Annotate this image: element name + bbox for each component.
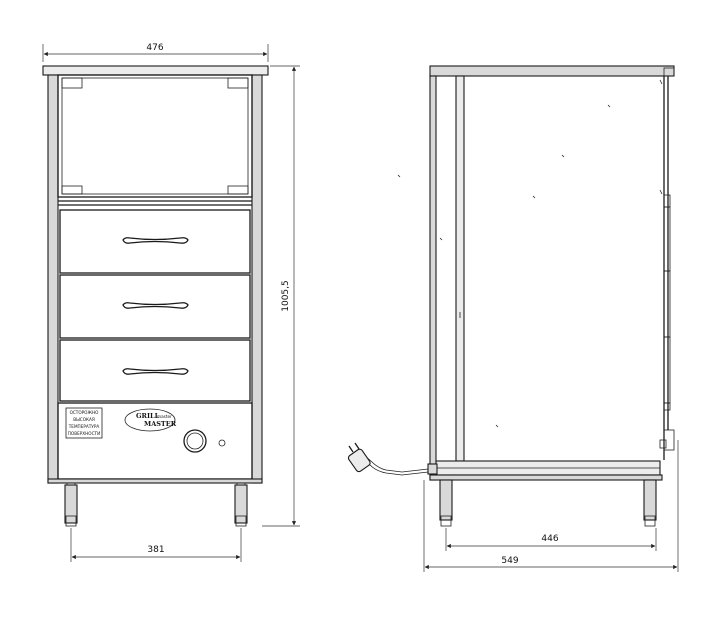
dim-side-total-depth: 549 <box>501 556 518 566</box>
right-post <box>251 74 263 484</box>
indicator-light <box>218 439 226 447</box>
side-back-panel <box>429 75 437 481</box>
dim-front-leg-span: 381 <box>147 545 164 555</box>
side-drawer-fronts <box>663 194 671 411</box>
front-width-dimension: 476 <box>42 43 269 62</box>
warning-text-4: ПОВЕРХНОСТИ <box>68 431 100 436</box>
bottom-frame <box>47 478 263 484</box>
drawer-handle[interactable] <box>122 368 189 375</box>
warning-text-1: ОСТОРОЖНО <box>70 410 100 415</box>
front-legs <box>64 482 248 527</box>
brand-text-small: master <box>157 414 172 419</box>
side-inner-depth-dimension: 446 <box>445 528 657 551</box>
side-inner-post <box>455 75 465 462</box>
dim-front-height: 1005,5 <box>281 280 291 312</box>
drawer-handle[interactable] <box>122 302 189 309</box>
thermostat-knob[interactable] <box>183 429 207 453</box>
side-view: 446 549 <box>347 65 679 572</box>
drawer-handle[interactable] <box>122 237 189 244</box>
brand-logo <box>124 408 176 432</box>
warning-text-2: ВЫСОКАЯ <box>73 417 95 422</box>
power-plug-icon <box>347 442 371 473</box>
front-view: 476 <box>42 43 300 562</box>
left-post <box>47 74 59 484</box>
dim-side-inner-depth: 446 <box>541 534 558 544</box>
drawer-top[interactable] <box>59 209 251 274</box>
drawer-bottom[interactable] <box>59 339 251 402</box>
dim-front-width: 476 <box>146 43 163 53</box>
glass-compartment <box>57 74 253 206</box>
front-height-dimension: 1005,5 <box>262 65 300 527</box>
front-leg-span-dimension: 381 <box>70 528 242 562</box>
side-total-depth-dimension: 549 <box>423 440 679 572</box>
countertop <box>42 65 269 76</box>
brand-text-2: MASTER <box>144 420 177 428</box>
side-legs <box>439 479 657 527</box>
power-cable <box>347 442 438 476</box>
brand-text-1: GRILL <box>136 412 160 420</box>
warning-label <box>65 407 103 439</box>
side-countertop <box>429 65 675 77</box>
control-panel: ОСТОРОЖНО ВЫСОКАЯ ТЕМПЕРАТУРА ПОВЕРХНОСТ… <box>57 402 253 480</box>
warning-text-3: ТЕМПЕРАТУРА <box>68 424 100 429</box>
drawer-middle[interactable] <box>59 274 251 339</box>
